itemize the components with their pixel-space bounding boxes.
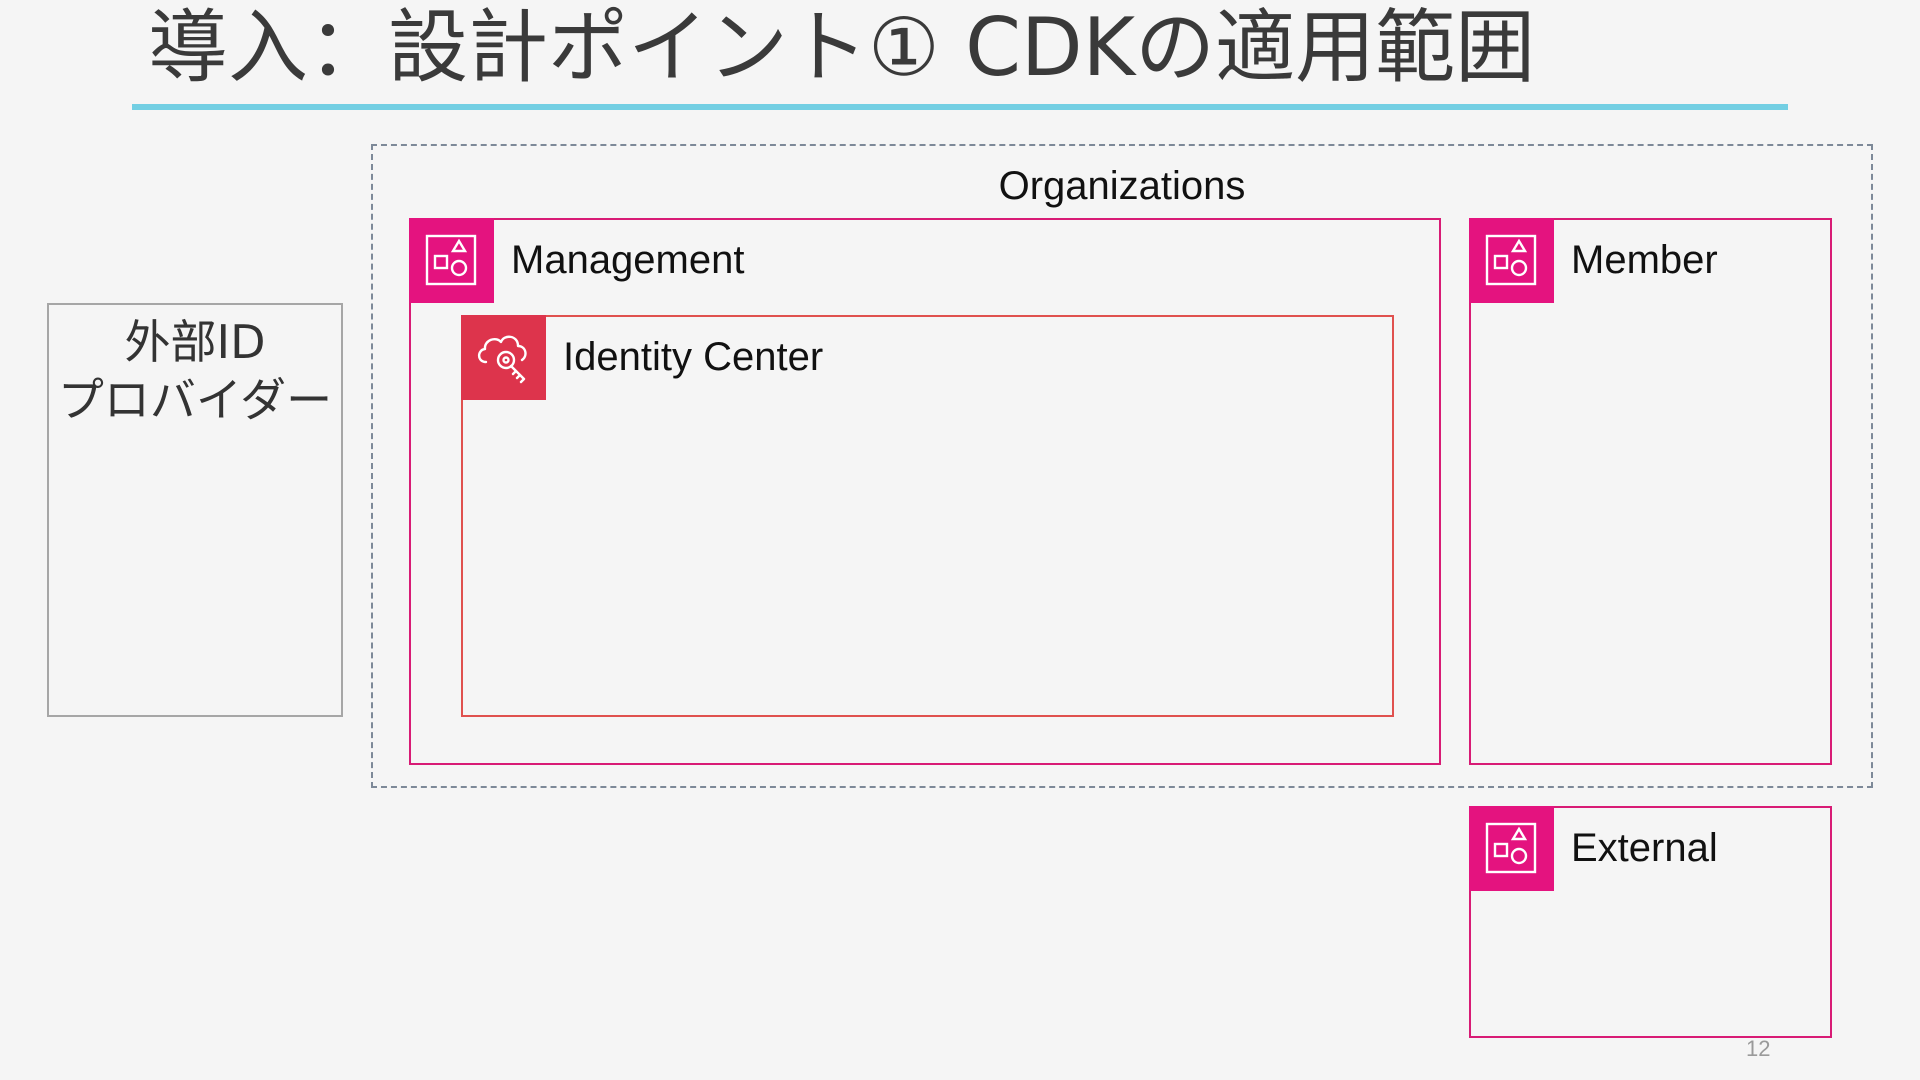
aws-account-icon [1468, 217, 1554, 303]
external-idp-label-line2: プロバイダー [57, 373, 333, 427]
external-label: External [1571, 826, 1718, 870]
identity-center-box[interactable]: Identity Center [460, 314, 1394, 717]
aws-account-icon [1468, 805, 1554, 891]
aws-account-icon [408, 217, 494, 303]
external-account-box[interactable]: External [1468, 805, 1832, 1038]
external-idp-label: 外部ID プロバイダー [49, 313, 341, 429]
page-number: 12 [1746, 1036, 1771, 1061]
organizations-label: Organizations [998, 164, 1246, 208]
external-idp-label-line1: 外部ID [124, 315, 266, 369]
external-idp-box[interactable]: 外部ID プロバイダー [47, 303, 343, 717]
identity-center-label: Identity Center [563, 335, 824, 379]
title-underline [132, 104, 1788, 110]
identity-center-icon [460, 314, 546, 400]
management-label: Management [511, 238, 745, 282]
member-label: Member [1571, 238, 1718, 282]
member-account-box[interactable]: Member [1468, 217, 1832, 765]
organizations-group[interactable]: Organizations [371, 144, 1873, 788]
management-account-box[interactable]: Management [408, 217, 1441, 765]
slide-title: 導入：設計ポイント① CDKの適用範囲 [148, 1, 1536, 94]
